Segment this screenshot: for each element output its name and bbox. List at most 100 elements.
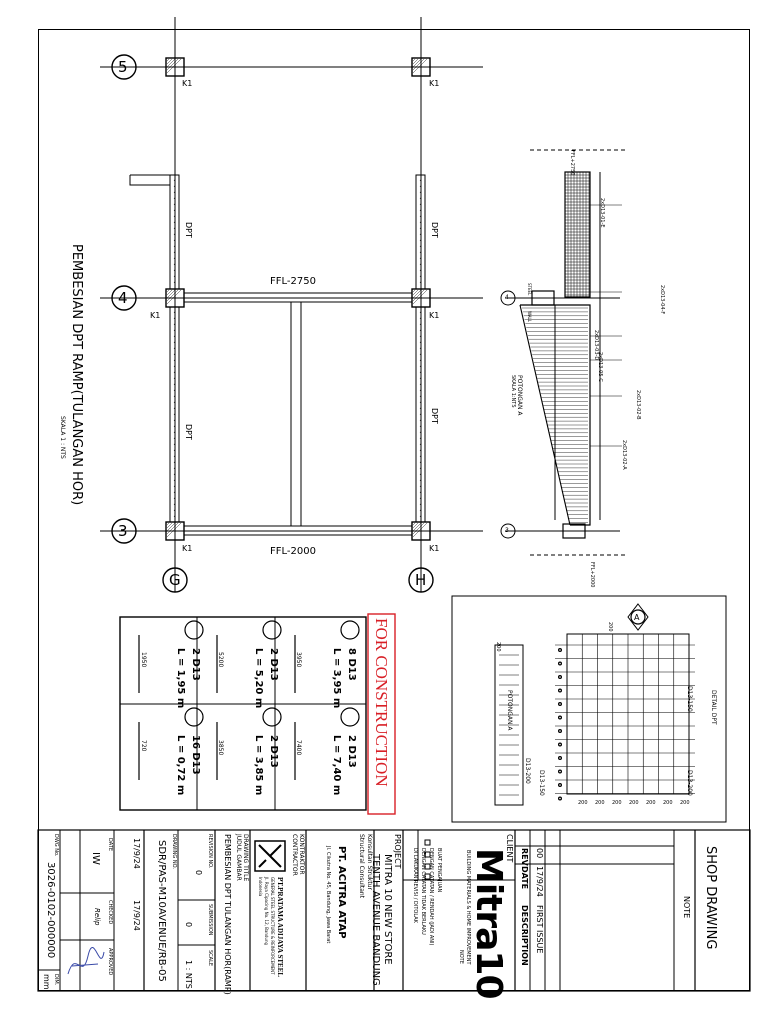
wall-fill	[419, 215, 422, 218]
wall-fill	[419, 275, 422, 278]
section-title: POTONGAN A	[516, 375, 523, 416]
wall-fill	[173, 353, 176, 356]
detail-title: DETAIL DPT	[710, 690, 717, 725]
detail-dim-1: 200	[578, 800, 588, 806]
wall-fill	[173, 395, 176, 398]
detail-bar-dot	[557, 782, 562, 787]
wall-fill	[173, 467, 176, 470]
schedule-02-qty: 2 D13	[346, 735, 357, 768]
schedule-05-dim: 1950	[140, 652, 147, 668]
wall-fill	[419, 197, 422, 200]
detail-bar-dot	[557, 742, 562, 747]
detail-bar-dot	[557, 755, 562, 760]
wall-fill	[419, 473, 422, 476]
date-checked: 17/9/24	[132, 900, 141, 931]
checked-header: CHECKED	[107, 900, 113, 925]
drawing-title: PEMBESIAN DPT TULANGAN HOR(RAMP)	[223, 834, 232, 995]
contractor-name: PT.PRATAMA ADIJAYA STEEL	[276, 877, 284, 978]
wall-fill	[173, 275, 176, 278]
wall-fill	[173, 473, 176, 476]
ramp-slope	[519, 304, 571, 526]
kontraktor-label: KONTRAKTOR	[298, 834, 305, 875]
drawing-no-label: DRAWING NO.	[171, 834, 177, 869]
wall-fill	[173, 389, 176, 392]
dim-label: DIM.	[53, 974, 59, 986]
wall-fill	[419, 323, 422, 326]
wall-fill	[419, 431, 422, 434]
column-k1-h5: K1	[429, 79, 440, 88]
wall-fill	[173, 197, 176, 200]
contractor-line-2: Jl. Raya Cipacing No. 12, Bandung	[264, 877, 269, 946]
konsultan-address: Jl. Cikutra No. 45, Bandung, Jawa Barat	[325, 846, 331, 944]
column-hatch	[412, 58, 419, 65]
for-construction-stamp: FOR CONSTRUCTION	[372, 618, 391, 787]
detail-dim-5: 200	[646, 800, 656, 806]
wall-fill	[173, 221, 176, 224]
wall-fill	[419, 209, 422, 212]
grid-bubble-h: H	[415, 571, 427, 589]
wall-fill	[419, 485, 422, 488]
wall-fill	[173, 503, 176, 506]
section-marker-circle	[630, 609, 646, 625]
judul-label: JUDUL GAMBAR	[235, 834, 242, 881]
column-hatch	[166, 289, 182, 305]
wall-fill	[173, 365, 176, 368]
section-sub-label-wall: WALL	[527, 311, 532, 322]
desc-col-header: DESCRIPTION	[520, 905, 529, 966]
schedule-03-dim: 5200	[217, 652, 224, 668]
client-note: NOTE	[458, 950, 464, 964]
wall-fill	[173, 443, 176, 446]
ffl-bottom-label: FFL-2000	[270, 546, 316, 557]
wall-fill	[419, 383, 422, 386]
detail-bar-label-4: D13-150	[538, 770, 545, 796]
dpt-label: DPT	[184, 424, 193, 440]
wall-fill	[173, 335, 176, 338]
wall-fill	[173, 449, 176, 452]
column-hatch	[412, 289, 428, 305]
detail-bar-dot	[557, 688, 562, 693]
wall-fill	[419, 467, 422, 470]
contractor-line-3: Indonesia	[258, 877, 263, 897]
detail-bar-dot	[557, 769, 562, 774]
schedule-01-length: L = 3,95 m	[331, 648, 342, 709]
wall-fill	[173, 461, 176, 464]
plan-scale-note: SKALA 1 : NTS	[59, 416, 66, 459]
section-grid-tag-4: 4	[505, 294, 509, 301]
detail-dim-6: 200	[663, 800, 673, 806]
wall-fill	[173, 377, 176, 380]
wall-fill	[419, 353, 422, 356]
wall-fill	[173, 371, 176, 374]
detail-bar-dot	[557, 796, 562, 801]
drawn-by: IW	[90, 852, 101, 865]
wall-fill	[173, 515, 176, 518]
schedule-05-length: L = 1,95 m	[175, 648, 186, 709]
wall-fill	[419, 191, 422, 194]
date-drawn: 17/9/24	[132, 838, 141, 869]
wall-fill	[419, 179, 422, 182]
column-hatch	[412, 58, 422, 68]
detail-bar-dot	[557, 661, 562, 666]
wall-fill	[173, 413, 176, 416]
schedule-mark-4	[262, 707, 282, 727]
wall-fill	[173, 215, 176, 218]
submission-value: 0	[184, 922, 193, 928]
section-marker-diamond	[627, 603, 649, 631]
wall-fill	[419, 233, 422, 236]
detail-top-dim: 200	[607, 622, 613, 632]
section-sub-label-steel: STEEL	[527, 283, 532, 296]
revision-desc: FIRST ISSUE	[535, 905, 544, 954]
bar-callout-b: 2xD13-02-B	[635, 390, 641, 420]
schedule-mark-2	[340, 707, 360, 727]
column-hatch	[166, 522, 182, 538]
scale-value: 1 : NTS	[184, 960, 193, 989]
wall-fill	[173, 497, 176, 500]
wall-fill	[419, 251, 422, 254]
wall-fill	[419, 497, 422, 500]
schedule-06-dim: 720	[140, 740, 147, 752]
dwg-no: 3026-0102-000000	[45, 862, 56, 959]
column-hatch	[412, 289, 419, 296]
contractor-line-1: GENERAL STEEL STRUCTURE & REINFORCEMENT	[270, 877, 275, 975]
column-hatch	[166, 289, 179, 302]
detail-bar-dot	[557, 647, 562, 652]
bar-callout-c: 2xD13-05-C	[597, 352, 603, 382]
